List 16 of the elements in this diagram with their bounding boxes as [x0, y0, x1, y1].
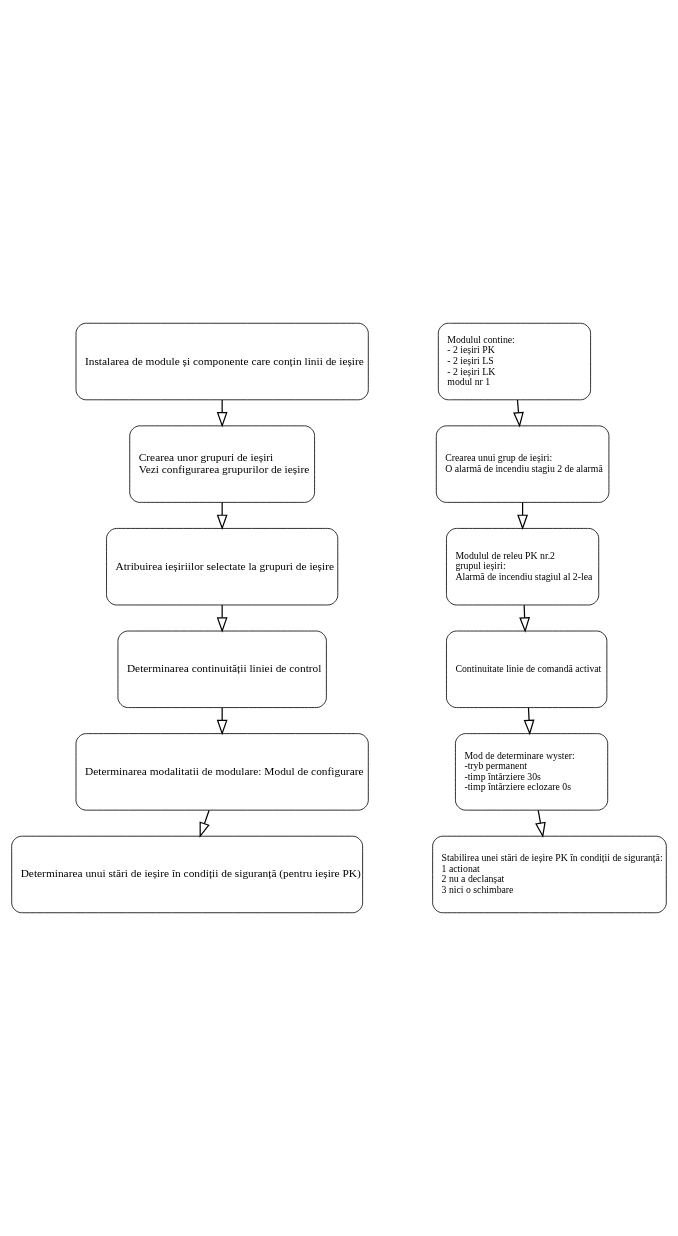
node-box: Continuitate linie de comandă activat — [446, 630, 608, 708]
node-box: Stabilirea unei stări de ieșire PK în condiții de siguranță: 1 actionat 2 nu a declanșat 3 nici o schimbare — [432, 835, 667, 914]
node-box: Determinarea modalitatii de modulare: Modul de configurare — [75, 733, 369, 811]
node-box: Crearea unui grup de ieșiri: O alarmă de incendiu stagiu 2 de alarmă — [435, 425, 610, 503]
node-box: Mod de determinare wyster: -tryb permanent -timp întârziere 30s -timp întârziere eclozare 0s — [455, 733, 609, 811]
arrow — [199, 809, 210, 838]
node-box: Determinarea continuității liniei de control — [117, 630, 327, 708]
arrow — [535, 809, 546, 838]
arrow — [523, 707, 535, 736]
node-box: Instalarea de module și componente care conțin linii de ieșire — [75, 322, 369, 401]
node-box: Atribuirea ieșiriilor selectate la grupuri de ieșire — [106, 528, 339, 606]
node-box: Modulul de releu PK nr.2 grupul ieșiri: Alarmă de incendiu stagiul al 2-lea — [446, 528, 600, 606]
arrow — [513, 399, 524, 428]
node-box: Crearea unor grupuri de ieșiri Vezi configurarea grupurilor de ieșire — [129, 425, 315, 503]
node-box: Modulul contine: - 2 ieșiri PK - 2 ieșiri LS - 2 ieșiri LK modul nr 1 — [437, 322, 591, 401]
node-box: Determinarea unui stări de ieșire în condiții de siguranță (pentru ieșire PK) — [11, 835, 363, 914]
